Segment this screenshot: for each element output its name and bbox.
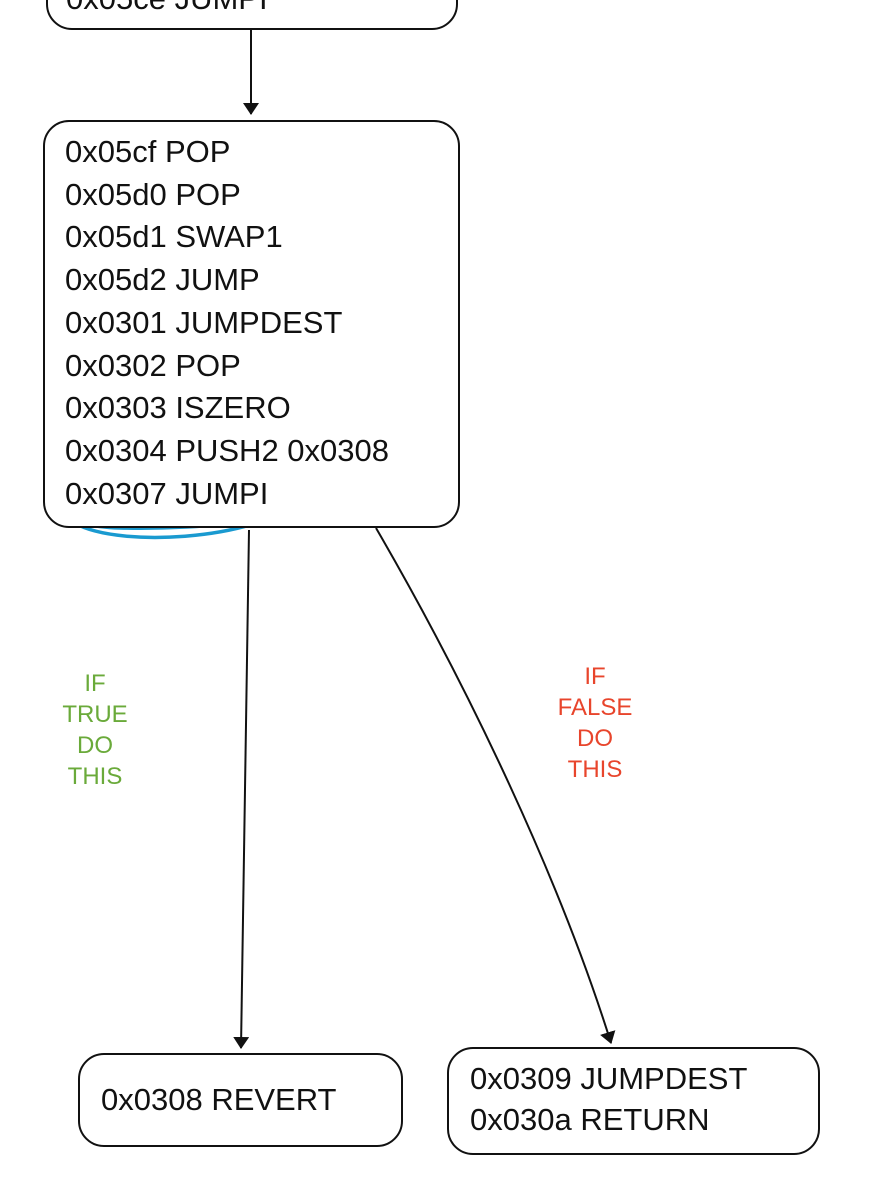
edge-true — [233, 529, 250, 1049]
instruction: 0x05cf POP — [65, 134, 231, 169]
instruction: 0x0309 JUMPDEST — [470, 1061, 748, 1096]
false-branch-label: IF FALSE DO THIS — [535, 661, 655, 785]
instruction: 0x05d1 SWAP1 — [65, 219, 283, 255]
label-line: FALSE — [557, 694, 633, 721]
instruction: 0x0301 JUMPDEST — [65, 304, 343, 340]
instruction: 0x0302 POP — [65, 347, 241, 383]
label-line: TRUE — [62, 701, 128, 728]
label-line: DO — [77, 732, 113, 759]
label-line: IF — [84, 670, 106, 697]
instruction: 0x030a RETURN — [470, 1102, 710, 1137]
node-prev: 0x05ce JUMPI — [46, 0, 458, 30]
node-return: 0x0309 JUMPDEST 0x030a RETURN — [447, 1047, 820, 1155]
label-line: THIS — [567, 756, 623, 783]
instruction: 0x0308 REVERT — [101, 1082, 337, 1117]
true-branch-label: IF TRUE DO THIS — [35, 668, 155, 792]
instruction: 0x05d0 POP — [65, 176, 241, 212]
node-revert: 0x0308 REVERT — [78, 1053, 403, 1147]
label-line: DO — [577, 725, 613, 752]
edge-false — [375, 527, 616, 1044]
instruction: 0x0303 ISZERO — [65, 390, 291, 426]
label-line: THIS — [67, 763, 123, 790]
node-main: 0x05cf POP 0x05d0 POP 0x05d1 SWAP1 0x05d2 J… — [43, 120, 460, 528]
instruction: 0x0304 PUSH2 0x0308 — [65, 432, 390, 468]
instruction: 0x05ce JUMPI — [66, 0, 268, 21]
label-line: IF — [584, 663, 606, 690]
instruction: 0x05d2 JUMP — [65, 262, 260, 298]
instruction: 0x0307 JUMPI — [65, 475, 269, 511]
